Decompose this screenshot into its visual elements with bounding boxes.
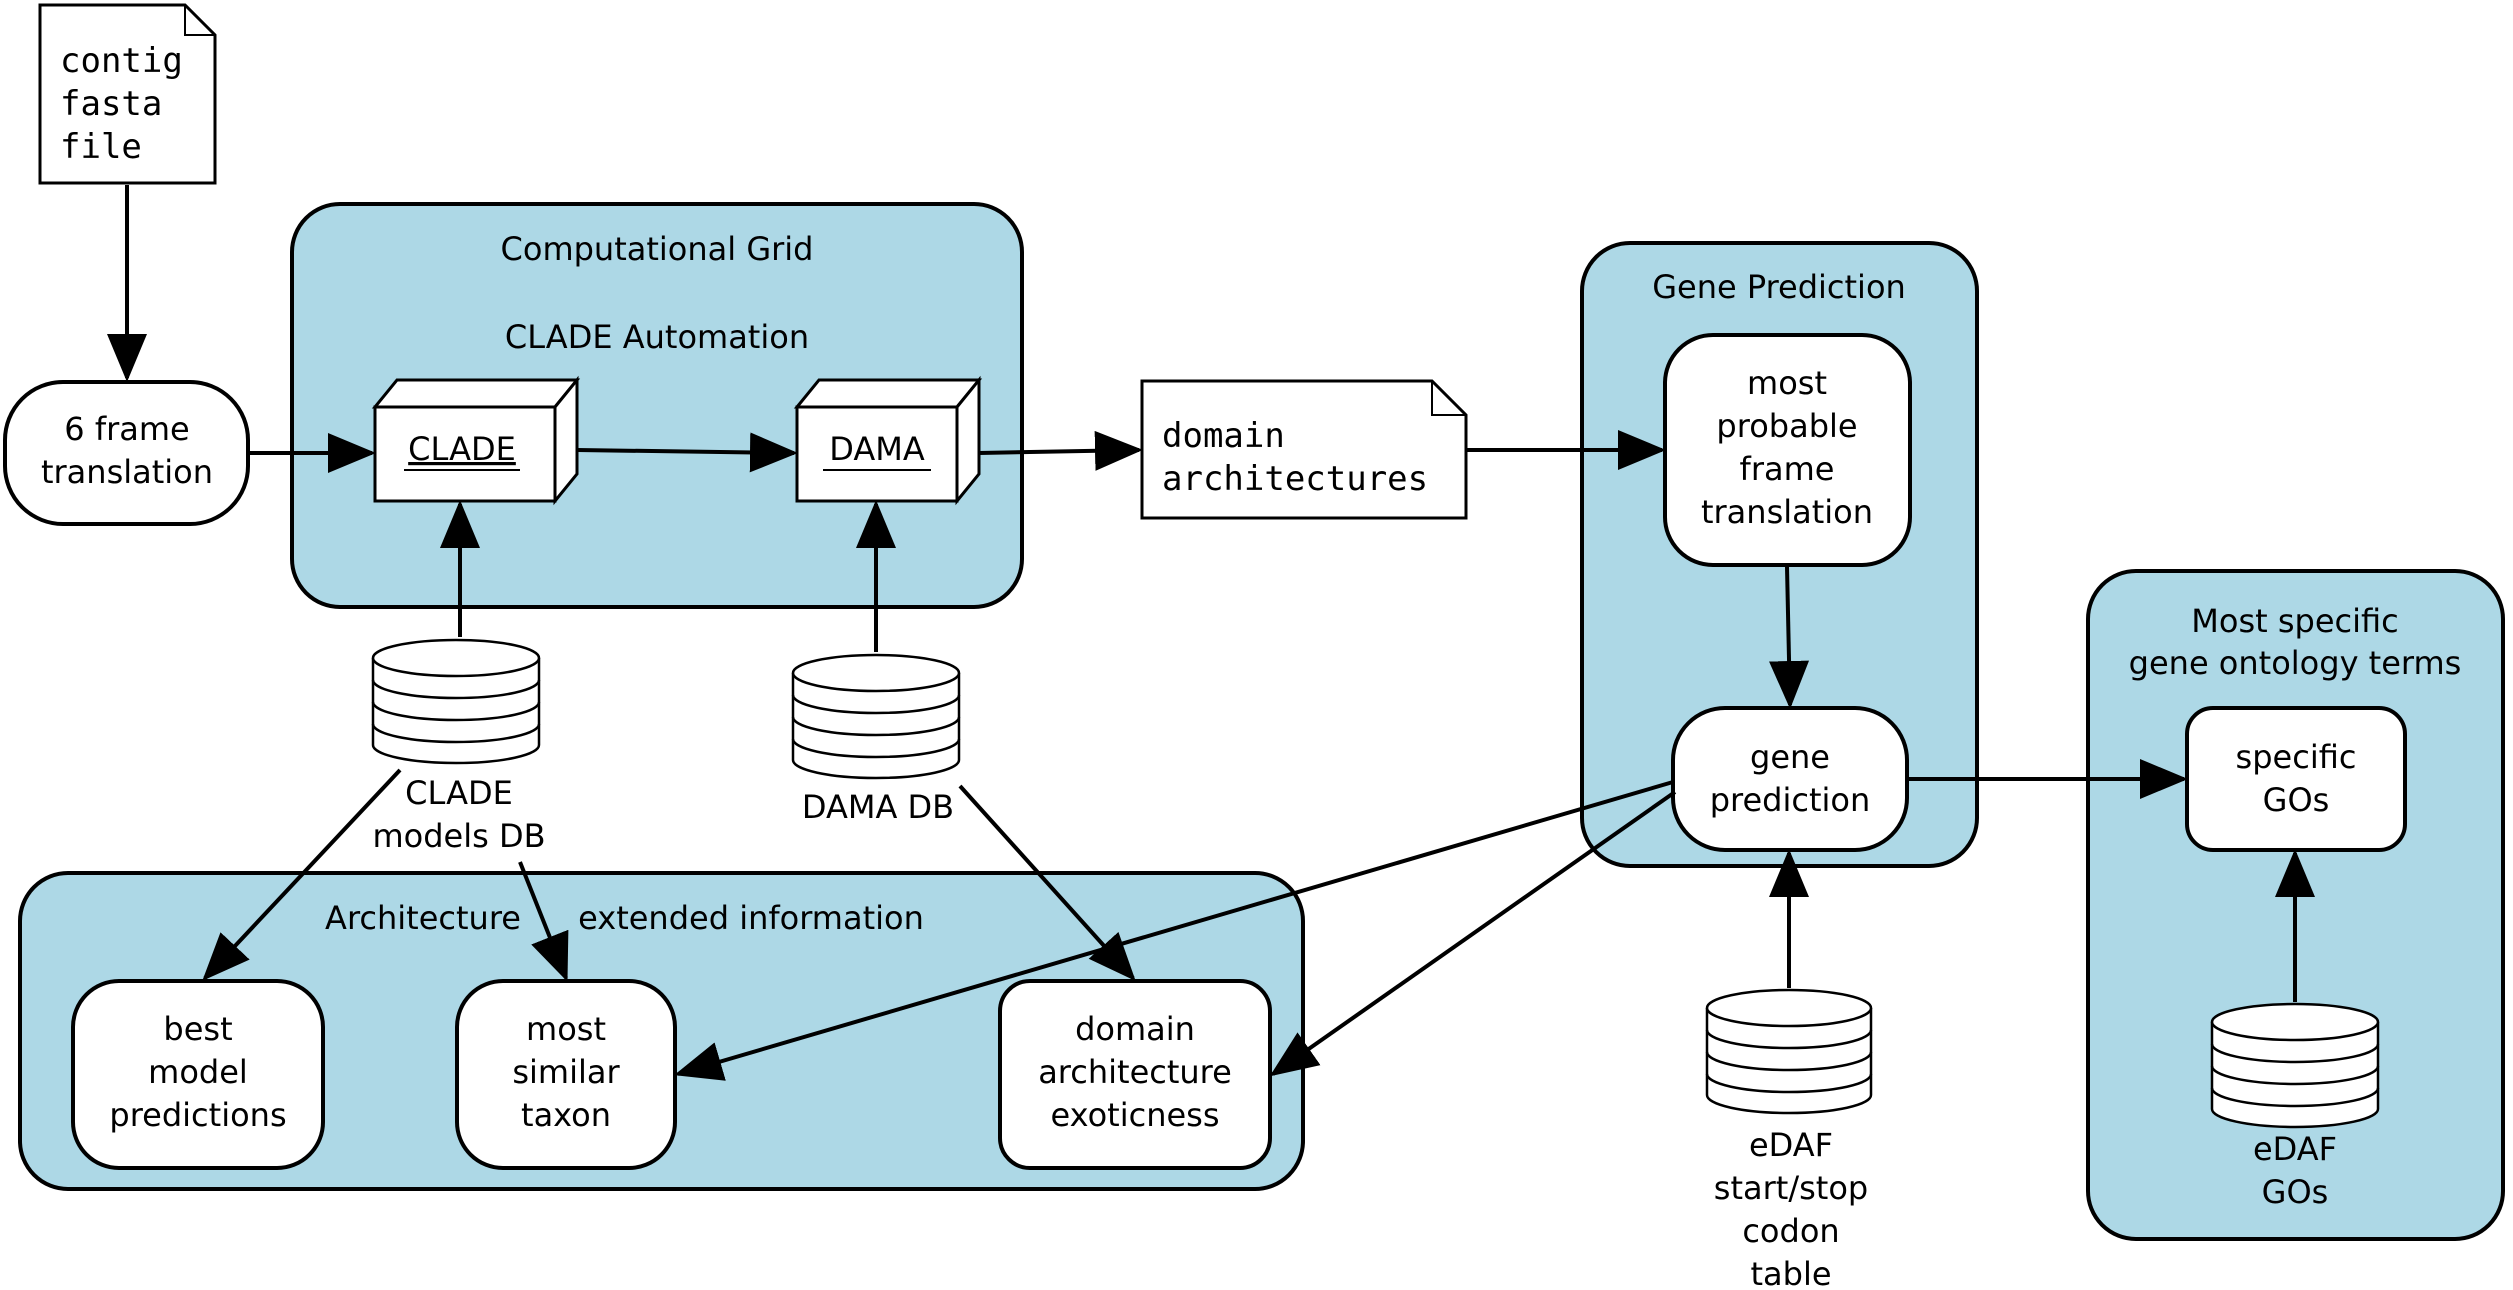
most-probable-frame-node: most probable frame translation — [1663, 333, 1912, 567]
clade-db-line-2: models DB — [372, 817, 545, 855]
most-similar-line-2: similar — [512, 1053, 620, 1091]
edaf-gos-db-icon — [2210, 1002, 2380, 1129]
edaf-codon-line-4: table — [1750, 1255, 1831, 1290]
contig-fasta-file-line-2: fasta — [60, 84, 162, 124]
grid-subtitle: CLADE Automation — [505, 318, 809, 356]
clade-models-db-icon — [371, 638, 541, 765]
contig-fasta-file-line-3: file — [60, 127, 142, 167]
gene-prediction-line-2: prediction — [1710, 781, 1871, 819]
arrow-dama-to-architectures — [978, 430, 1143, 471]
go-panel-title-line-2: gene ontology terms — [2129, 644, 2462, 682]
edaf-gos-line-1: eDAF — [2253, 1130, 2337, 1168]
most-probable-line-2: probable — [1716, 407, 1857, 445]
specific-gos-line-2: GOs — [2263, 781, 2330, 819]
clade-label: CLADE — [408, 430, 516, 468]
best-model-predictions-node: best model predictions — [71, 979, 325, 1170]
arrow-gene-prediction-to-exoticness — [1269, 790, 1677, 1077]
edaf-codon-table-db-icon — [1705, 988, 1873, 1115]
best-model-line-1: best — [163, 1010, 232, 1048]
domain-architectures-line-1: domain — [1162, 416, 1285, 456]
dama-label: DAMA — [829, 430, 925, 468]
exoticness-line-1: domain — [1075, 1010, 1195, 1048]
arrow-most-probable-to-gene-prediction — [1769, 566, 1810, 709]
dama-component: DAMA — [793, 375, 983, 506]
best-model-line-2: model — [148, 1053, 248, 1091]
arrow-clade-to-dama — [576, 432, 798, 473]
most-probable-line-1: most — [1747, 364, 1827, 402]
arrow-clade-db-to-most-similar — [518, 861, 569, 982]
six-frame-line-2: translation — [41, 453, 213, 491]
most-similar-line-1: most — [526, 1010, 606, 1048]
arrow-gene-prediction-to-most-similar — [674, 780, 1674, 1081]
edaf-gos-line-2: GOs — [2262, 1173, 2329, 1211]
edaf-codon-line-2: start/stop — [1714, 1169, 1868, 1207]
domain-architectures-line-2: architectures — [1162, 459, 1428, 499]
contig-fasta-file-line-1: contig — [60, 41, 183, 81]
most-probable-line-4: translation — [1701, 493, 1873, 531]
dama-db-icon — [791, 653, 961, 780]
domain-architectures-file: domain architectures — [1140, 379, 1468, 520]
edaf-codon-line-3: codon — [1742, 1212, 1839, 1250]
exoticness-line-2: architecture — [1038, 1053, 1232, 1091]
contig-fasta-file: contig fasta file — [38, 3, 217, 185]
go-panel-title-line-1: Most specific — [2191, 602, 2398, 640]
edaf-codon-line-1: eDAF — [1749, 1126, 1833, 1164]
most-similar-taxon-node: most similar taxon — [455, 979, 677, 1170]
architecture-panel-title-right: extended information — [578, 899, 924, 937]
most-similar-line-3: taxon — [521, 1096, 611, 1134]
gene-prediction-panel-title: Gene Prediction — [1652, 268, 1906, 306]
grid-title: Computational Grid — [501, 230, 814, 268]
arrow-dama-db-to-exoticness — [958, 784, 1136, 981]
architecture-panel-title-left: Architecture — [325, 899, 521, 937]
best-model-line-3: predictions — [109, 1096, 286, 1134]
gene-prediction-line-1: gene — [1750, 738, 1830, 776]
arrow-clade-db-to-best-model — [202, 768, 402, 981]
six-frame-translation-node: 6 frame translation — [3, 380, 250, 526]
clade-db-line-1: CLADE — [405, 774, 513, 812]
specific-gos-node: specific GOs — [2185, 706, 2407, 852]
dama-db-label: DAMA DB — [802, 788, 954, 826]
six-frame-line-1: 6 frame — [64, 410, 189, 448]
clade-component: CLADE — [371, 375, 581, 506]
gene-prediction-node: gene prediction — [1671, 706, 1909, 852]
most-probable-line-3: frame — [1740, 450, 1835, 488]
specific-gos-line-1: specific — [2236, 738, 2357, 776]
domain-architecture-exoticness-node: domain architecture exoticness — [998, 979, 1272, 1170]
exoticness-line-3: exoticness — [1051, 1096, 1220, 1134]
